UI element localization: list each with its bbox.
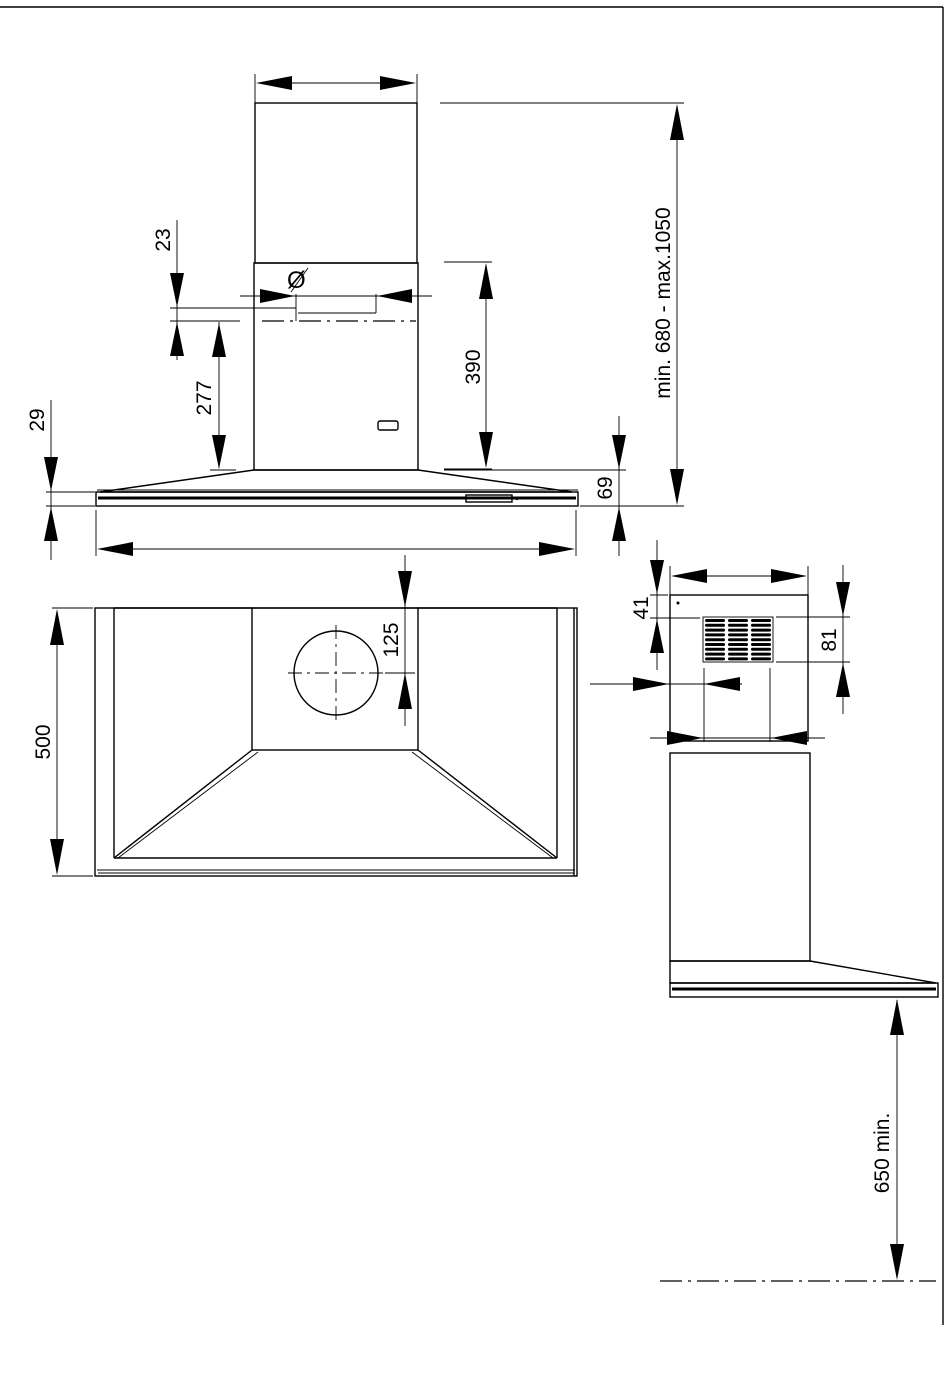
upper-chimney [255,103,417,263]
side-canopy [670,961,936,983]
front-dimensions [44,74,684,560]
vent-slat [751,653,771,656]
vent-slat [728,629,748,632]
vent-slat [728,624,748,627]
side-dimensions [590,540,904,1280]
vent-slat [751,633,771,636]
label-depth: 500 [32,724,55,759]
label-duct-height-range: min. 680 - max.1050 [652,207,675,398]
top-view [95,608,577,876]
vent-slat [705,648,725,651]
vent-slat [705,624,725,627]
label-duct-offset: 23 [152,228,175,251]
label-flue-cutout-height: 390 [462,349,485,384]
vent-slat [728,619,748,622]
slot [378,421,398,430]
vent-slat [728,638,748,641]
vent-slat [751,629,771,632]
label-bracket-top: 41 [630,596,653,619]
vent-slat [751,648,771,651]
label-hob-clearance: 650 min. [871,1113,894,1194]
vent-slat [705,657,725,660]
vent-slat [751,643,771,646]
page-frame [0,7,943,1325]
vent-slat [751,624,771,627]
vent-grille [703,617,773,662]
label-mount-height: 277 [193,380,216,415]
label-hole-offset: 125 [380,622,403,657]
label-canopy-edge-height: 69 [594,476,617,499]
label-vent-height: 81 [818,628,841,651]
dimension-labels: min. 680 - max.1050 390 23 277 29 69 500… [26,207,894,1193]
vent-slat [705,633,725,636]
top-outline [95,608,577,876]
top-dimensions [50,555,415,876]
diameter-symbol: Ø [287,267,306,294]
canopy [100,470,572,492]
vent-slat [705,653,725,656]
vent-slat [751,657,771,660]
vent-slat [728,648,748,651]
indicator-light [515,497,518,500]
side-chimney [670,753,810,961]
vent-slat [705,619,725,622]
vent-slat [728,633,748,636]
vent-slat [751,619,771,622]
vent-slat [728,643,748,646]
front-view [96,103,578,506]
vent-slat [751,638,771,641]
vent-slat [728,657,748,660]
label-canopy-thickness: 29 [26,408,49,431]
vent-slat [728,653,748,656]
side-view [660,595,938,1281]
vent-slat [705,629,725,632]
vent-slat [705,638,725,641]
vent-slat [705,643,725,646]
